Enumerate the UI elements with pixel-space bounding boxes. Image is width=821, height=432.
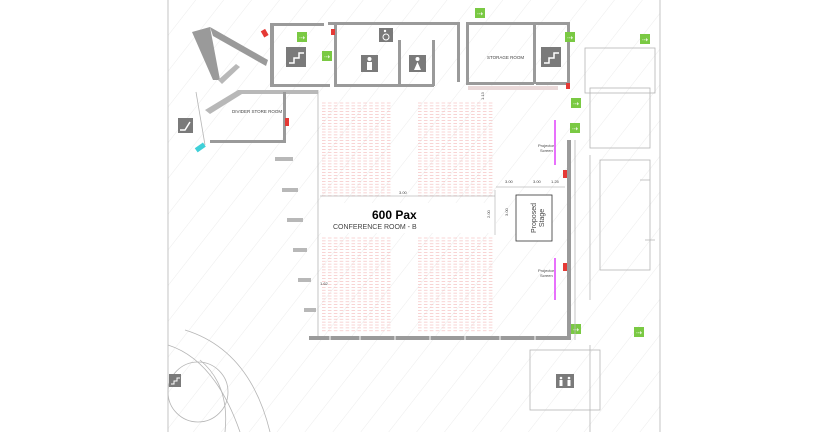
svg-text:⇢: ⇢ [567,34,573,42]
exit-sign-icon: ⇢ [571,98,581,108]
exit-sign-icon: ⇢ [571,324,581,334]
svg-text:3.00: 3.00 [399,190,408,195]
proposed-stage: Proposed Stage [515,194,553,242]
svg-text:3.00: 3.00 [505,179,514,184]
svg-text:⇢: ⇢ [572,125,578,133]
conference-hall-walls [309,90,571,340]
projector-screen-bottom: Projector Screen [538,258,556,300]
capacity-label: 600 Pax [372,208,417,222]
toilet-icon [409,55,426,72]
landscape-arcs [167,329,271,432]
svg-text:⇢: ⇢ [642,36,648,44]
top-left-walls [192,23,330,146]
svg-text:3.00: 3.00 [504,207,509,216]
projector-screen-top: Projector Screen [538,120,556,165]
seating-area [322,102,493,332]
svg-text:⇢: ⇢ [573,326,579,334]
divider-store-label: DIVIDER STORE ROOM [232,109,282,114]
svg-text:⇢: ⇢ [324,53,330,61]
exit-sign-icon: ⇢ [634,327,644,337]
fire-extinguisher-icon [260,28,570,271]
svg-text:1.25: 1.25 [551,179,560,184]
lift-icon [556,374,574,388]
cyan-marker [194,142,206,153]
svg-text:⇢: ⇢ [477,10,483,18]
column-markers [275,157,316,312]
svg-text:Projector: Projector [538,143,555,148]
svg-text:Projector: Projector [538,268,555,273]
svg-text:Stage: Stage [539,209,546,227]
svg-text:⇢: ⇢ [299,34,305,42]
svg-text:⇢: ⇢ [636,329,642,337]
hall-bottom-ticks [329,336,536,340]
svg-text:Screen: Screen [540,148,553,153]
toilet-icon [361,55,378,72]
escalator-icon [178,118,193,133]
stairs-icon [169,374,181,387]
top-rooms [328,22,570,90]
stairs-icon [541,47,561,67]
exit-sign-icon: ⇢ [322,51,332,61]
label-clear-area [320,203,496,233]
svg-text:2.00: 2.00 [486,209,491,218]
storage-room-label: STORAGE ROOM [487,55,524,60]
stairs-icon [286,47,306,67]
wheelchair-icon [379,28,393,42]
svg-text:3.00: 3.00 [533,179,542,184]
svg-text:Proposed: Proposed [531,203,538,233]
exit-sign-icon: ⇢ [570,123,580,133]
svg-text:1.13: 1.13 [480,91,485,100]
exit-sign-icon: ⇢ [640,34,650,44]
svg-text:Screen: Screen [540,273,553,278]
exit-sign-icon: ⇢ [565,32,575,42]
exit-sign-icon: ⇢ [475,8,485,18]
room-name-label: CONFERENCE ROOM - B [333,224,417,231]
right-side-rooms [529,47,656,432]
svg-text:⇢: ⇢ [573,100,579,108]
exit-sign-icon: ⇢ [297,32,307,42]
dimension-lines: 3.00 3.00 3.00 1.25 2.00 3.00 1.13 1.62 [320,91,565,286]
svg-text:1.62: 1.62 [320,281,329,286]
